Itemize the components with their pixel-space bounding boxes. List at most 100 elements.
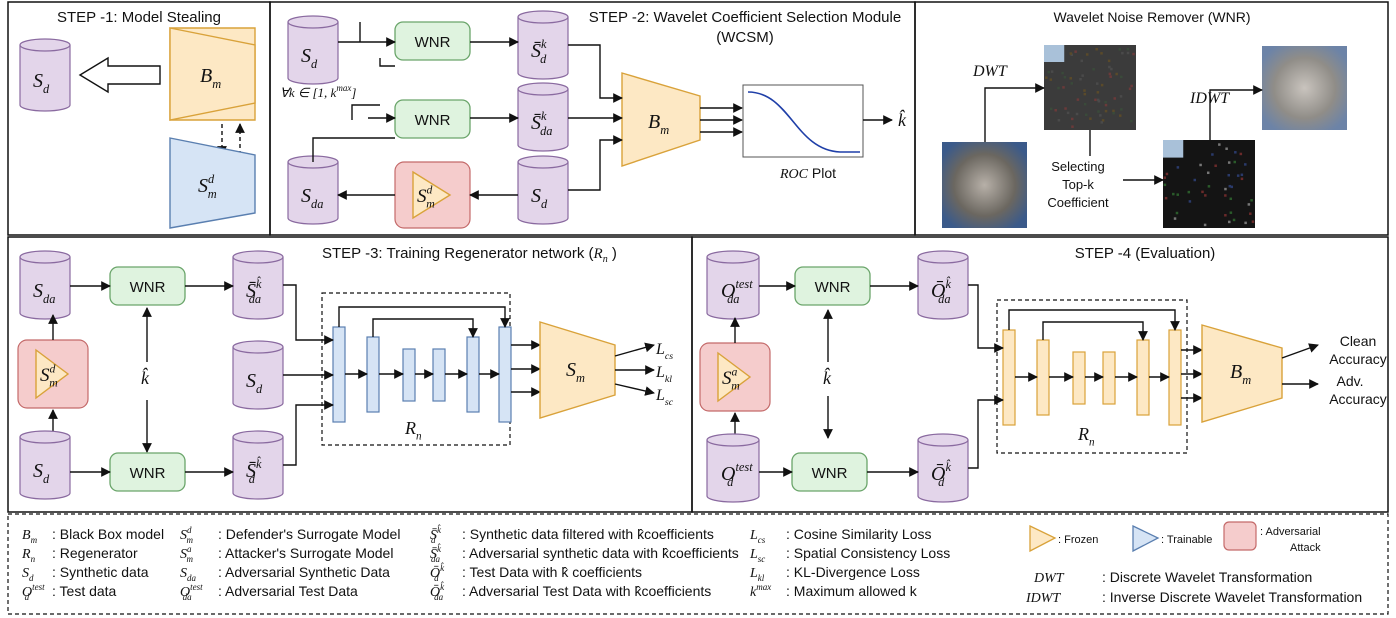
wnr-topk-image-px bbox=[1206, 171, 1210, 175]
step2-khat: k̂ bbox=[898, 109, 907, 130]
wnr-dwt-image-px bbox=[1110, 67, 1113, 71]
step3-lsc: Lsc bbox=[655, 387, 674, 408]
wnr-dwt-image-px bbox=[1071, 117, 1074, 121]
step3-in-1 bbox=[283, 284, 334, 345]
step2-to-bm-3 bbox=[568, 135, 623, 191]
legend-col4-sym-2: Lkl bbox=[749, 566, 765, 583]
step1-bm-shape bbox=[169, 27, 256, 121]
legend-col1-text-1: : Regenerator bbox=[52, 545, 138, 561]
wnr-topk-image-px bbox=[1163, 176, 1167, 179]
wnr-dwt-image-px bbox=[1084, 113, 1088, 117]
legend-col4-sym-3: kmax bbox=[750, 582, 771, 600]
wnr-dwt-image-px bbox=[1054, 109, 1057, 112]
step2-to-bm-1 bbox=[568, 44, 623, 103]
step3-sda-db bbox=[19, 257, 71, 320]
wnr-dwt-image-px bbox=[1108, 72, 1112, 76]
wnr-dwt-image-px bbox=[1101, 119, 1105, 122]
wnr-dwt-image-px bbox=[1118, 48, 1122, 51]
step2-adv-model bbox=[412, 170, 452, 220]
wnr-topk-image-px bbox=[1175, 211, 1179, 215]
step2-sd-db bbox=[287, 22, 339, 85]
legend-trainable-text: : Trainable bbox=[1161, 534, 1212, 546]
wnr-topk-image-px bbox=[1224, 187, 1227, 191]
panel-step4 bbox=[691, 236, 1389, 513]
legend-col2-text-1: : Attacker's Surrogate Model bbox=[218, 545, 393, 561]
wnr-topk-image-px bbox=[1172, 192, 1175, 196]
step4-wnr-top-label: WNR bbox=[815, 279, 851, 296]
step2-sda-db-label: Sda bbox=[301, 185, 323, 211]
step3-regen-layer-2 bbox=[402, 348, 416, 402]
step4-regen-layer-0 bbox=[1002, 329, 1016, 426]
wnr-dwt-image-px bbox=[1120, 75, 1123, 79]
wnr-topk-image-px bbox=[1193, 178, 1197, 182]
legend-trainable-swatch bbox=[1132, 524, 1160, 553]
step3-sda-db-label: Sda bbox=[33, 280, 55, 306]
step4-odak-db-top bbox=[917, 250, 969, 264]
wnr-topk-image-px bbox=[1234, 151, 1237, 154]
wnr-topk-image-px bbox=[1230, 185, 1234, 189]
step4-odk-db-label: Ōk̂d bbox=[931, 460, 951, 489]
wnr-dwt-image-px bbox=[1120, 108, 1123, 111]
step1-big-arrow bbox=[78, 56, 161, 94]
step4-khat: k̂ bbox=[823, 367, 832, 388]
step1-title: STEP -1: Model Stealing bbox=[57, 9, 221, 26]
step4-ot-db-top bbox=[706, 433, 760, 447]
step2-wnr-top-label: WNR bbox=[415, 34, 451, 51]
legend-col1-sym-2: Sd bbox=[22, 566, 34, 583]
step4-odk-db bbox=[917, 440, 969, 503]
step4-in-1 bbox=[968, 284, 1004, 353]
wnr-input-image bbox=[942, 142, 1027, 228]
wnr-dwt-image-px bbox=[1096, 91, 1100, 94]
step4-regen-layer-2 bbox=[1072, 351, 1086, 405]
step3-regen-skip-inner bbox=[372, 318, 478, 338]
step4-bm-label: Bm bbox=[1230, 361, 1251, 387]
legend-dwt-sym: DWT bbox=[1033, 571, 1065, 586]
step2-sdk-db-top bbox=[517, 10, 569, 24]
wnr-dwt-image-px bbox=[1089, 117, 1092, 120]
wnr-dwt-image-px bbox=[1109, 75, 1112, 78]
wnr-dwt-image-px bbox=[1100, 52, 1103, 55]
step2-sd2-db-top bbox=[517, 155, 569, 169]
legend-idwt-def: : Inverse Discrete Wavelet Transformatio… bbox=[1102, 589, 1362, 605]
legend-col2-text-3: : Adversarial Test Data bbox=[218, 583, 358, 599]
step2-wnr-mid-label: WNR bbox=[415, 112, 451, 129]
step3-lkl: Lkl bbox=[655, 364, 672, 385]
wnr-topk-image-px bbox=[1239, 152, 1243, 156]
step2-sdak-db bbox=[517, 89, 569, 152]
step2-a7 bbox=[312, 137, 395, 162]
step3-sdk-db-top bbox=[232, 430, 284, 444]
step3-in-3 bbox=[283, 400, 334, 466]
wnr-topk-image-px bbox=[1240, 173, 1244, 177]
step4-ot-db bbox=[706, 440, 760, 503]
wnr-dwt-image-px bbox=[1069, 77, 1073, 80]
step2-roc-curve bbox=[747, 91, 860, 153]
step3-sd2-db-label: Sd bbox=[33, 460, 50, 486]
panel-wnr bbox=[914, 1, 1389, 236]
step3-regen-layer-4 bbox=[466, 336, 480, 413]
step4-odak-db-label: Ōk̂da bbox=[931, 277, 951, 306]
legend-col4-text-0: : Cosine Similarity Loss bbox=[786, 526, 932, 542]
wnr-dwt-image-px bbox=[1096, 98, 1100, 102]
wnr-topk-image-px bbox=[1204, 194, 1207, 197]
step2-bm-label: Bm bbox=[648, 111, 669, 137]
step3-sm-shape bbox=[539, 321, 616, 419]
step2-sda-db bbox=[287, 162, 339, 225]
wnr-dwt-image-px bbox=[1064, 107, 1067, 110]
wnr-topk-image-px bbox=[1227, 161, 1231, 164]
wnr-dwt-image-px bbox=[1104, 109, 1108, 113]
step3-regen-skip-outer bbox=[338, 306, 510, 328]
wnr-dwt-image-px bbox=[1080, 59, 1084, 63]
wnr-dwt-image-px bbox=[1115, 72, 1118, 76]
step3-adv-model bbox=[35, 348, 70, 400]
wnr-dwt-image-px bbox=[1083, 92, 1087, 96]
step3-khat: k̂ bbox=[141, 367, 150, 388]
wnr-topk-image-px bbox=[1214, 164, 1217, 168]
wnr-topk-image-px bbox=[1187, 190, 1191, 194]
wnr-dwt-image-px bbox=[1094, 98, 1097, 102]
step4-adv-1: Adv. bbox=[1337, 373, 1364, 389]
wnr-dwt-image-px bbox=[1107, 59, 1111, 63]
